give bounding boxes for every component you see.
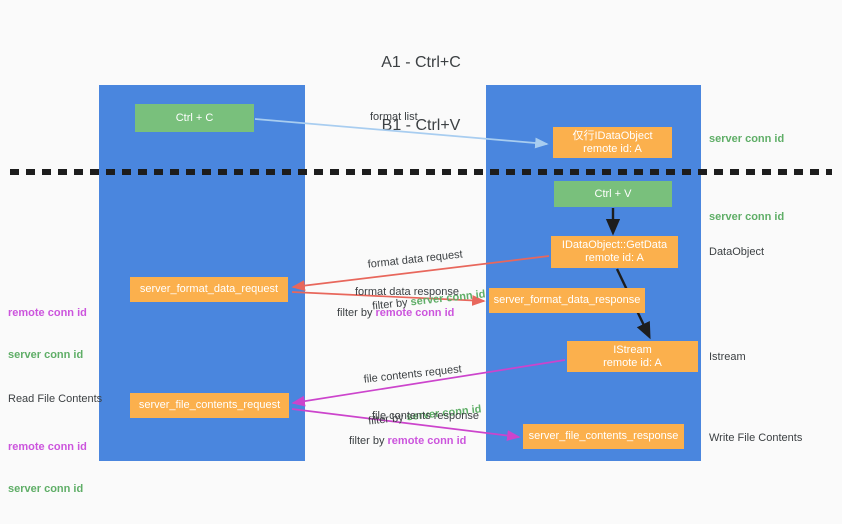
note-istream: Istream [709,351,746,363]
note-remote-conn-id: remote conn id [8,441,87,453]
node-idataobject-getdata[interactable]: IDataObject::GetData remote id: A [551,236,678,268]
note-write-file-contents: Write File Contents [709,432,803,444]
node-server-file-contents-response-label: server_file_contents_response [528,430,679,442]
dashed-divider [10,169,832,175]
label-file-contents-response-filter: filter by remote conn id [349,434,466,448]
label-format-list: format list [370,111,418,123]
label-file-contents-response: file contents response [372,410,480,422]
node-istream-remote-id: remote id: A [603,356,662,369]
label-format-data-request: format data request filter by server con… [364,218,489,342]
node-server-format-data-response[interactable]: server_format_data_response [489,288,645,313]
node-idataobject-label: 仅行IDataObject [572,129,653,142]
node-server-format-data-response-label: server_format_data_response [493,294,641,306]
note-conn-ids-lower: remote conn id server conn id [8,412,87,524]
filter-value-remote-conn-id: remote conn id [387,435,467,447]
filter-prefix: filter by [337,307,376,319]
node-idataobject[interactable]: 仅行IDataObject remote id: A [553,127,672,158]
note-server-conn-id-mid: server conn id [709,211,785,223]
note-server-conn-id: server conn id [8,483,84,495]
note-conn-ids-upper: remote conn id server conn id [8,278,87,390]
note-remote-conn-id: remote conn id [8,307,87,319]
node-istream-label: IStream [613,343,652,356]
node-server-file-contents-request[interactable]: server_file_contents_request [130,393,289,418]
note-server-conn-id-top: server conn id [709,133,785,145]
diagram-canvas: A1 - Ctrl+C B1 - Ctrl+V A1 remote B1 con… [8,54,832,495]
node-ctrl-c-label: Ctrl + C [175,111,214,124]
node-ctrl-v-label: Ctrl + V [594,187,632,200]
filter-value-remote-conn-id: remote conn id [375,307,455,319]
node-server-format-data-request[interactable]: server_format_data_request [130,277,288,302]
note-dataobject: DataObject [709,246,765,258]
node-server-file-contents-response[interactable]: server_file_contents_response [523,424,684,449]
node-server-format-data-request-label: server_format_data_request [139,283,279,295]
note-read-file-contents: Read File Contents [8,393,103,405]
node-getdata-remote-id: remote id: A [585,252,644,264]
node-server-file-contents-request-label: server_file_contents_request [138,399,281,411]
label-format-data-request-text: format data request [367,248,464,271]
label-format-data-response-filter: filter by remote conn id [337,306,454,320]
label-format-data-response: format data response [355,286,459,298]
filter-prefix: filter by [349,435,388,447]
node-ctrl-c[interactable]: Ctrl + C [135,104,254,132]
node-getdata-label: IDataObject::GetData [561,239,668,251]
node-istream[interactable]: IStream remote id: A [567,341,698,372]
node-idataobject-remote-id: remote id: A [583,142,642,155]
node-ctrl-v[interactable]: Ctrl + V [554,181,672,207]
title-line-1: A1 - Ctrl+C [381,54,461,71]
note-server-conn-id: server conn id [8,349,84,361]
label-file-contents-request-text: file contents request [363,363,463,386]
